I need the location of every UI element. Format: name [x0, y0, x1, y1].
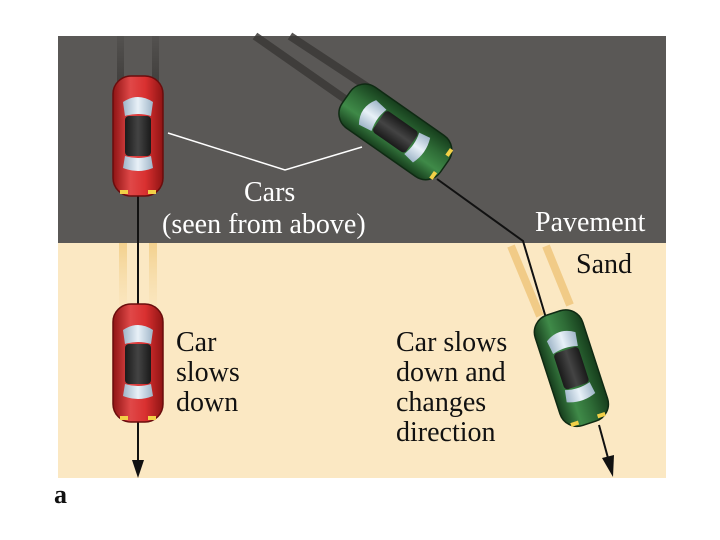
cars-label-leader-lines [167, 132, 363, 171]
green-car-on-pavement [338, 83, 454, 181]
car-slows-down-label: Car slows down [176, 328, 240, 418]
red-car-in-sand [112, 303, 164, 423]
car-slows-changes-line-4: direction [396, 417, 496, 448]
pavement-tire-tracks-green [252, 32, 378, 110]
car-slows-changes-line-3: changes [396, 387, 487, 418]
pavement-tire-tracks-red [117, 36, 159, 86]
sand-tire-tracks-red [119, 243, 157, 305]
car-slows-down-line-3: down [176, 387, 239, 418]
car-slows-changes-line-2: down and [396, 357, 506, 388]
green-car-path [436, 178, 609, 459]
red-car-on-pavement [112, 75, 164, 197]
car-slows-down-line-1: Car [176, 327, 217, 358]
pavement-label: Pavement [535, 207, 646, 238]
green-car-in-sand [533, 309, 610, 428]
cars-label-subtitle: (seen from above) [162, 209, 366, 240]
panel-letter: a [54, 480, 67, 509]
car-slows-down-line-2: slows [176, 357, 240, 388]
sand-tire-tracks-green [507, 244, 574, 318]
car-slows-changes-line-1: Car slows [396, 327, 508, 358]
green-car-arrowhead [602, 455, 614, 477]
red-car-arrowhead [132, 460, 144, 478]
sand-label: Sand [576, 249, 632, 280]
car-slows-changes-direction-label: Car slows down and changes direction [396, 328, 507, 448]
cars-label-title: Cars [244, 177, 296, 208]
